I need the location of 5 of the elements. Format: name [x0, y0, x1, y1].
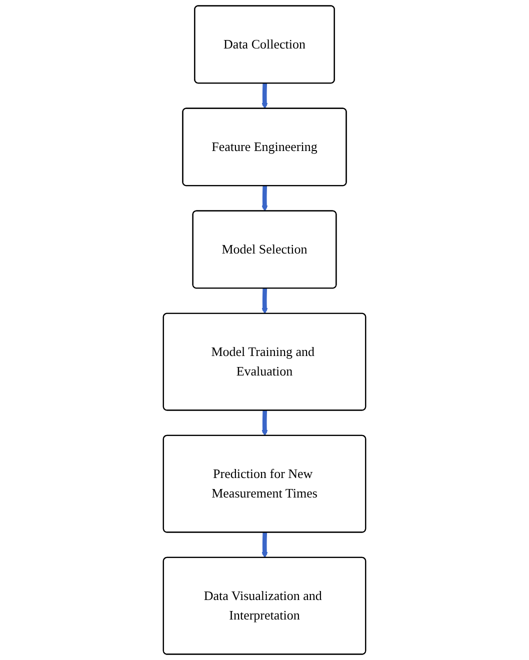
arrow	[262, 532, 268, 558]
arrow	[262, 83, 268, 109]
arrow	[262, 186, 268, 212]
arrow	[262, 410, 268, 436]
arrow	[262, 288, 268, 314]
